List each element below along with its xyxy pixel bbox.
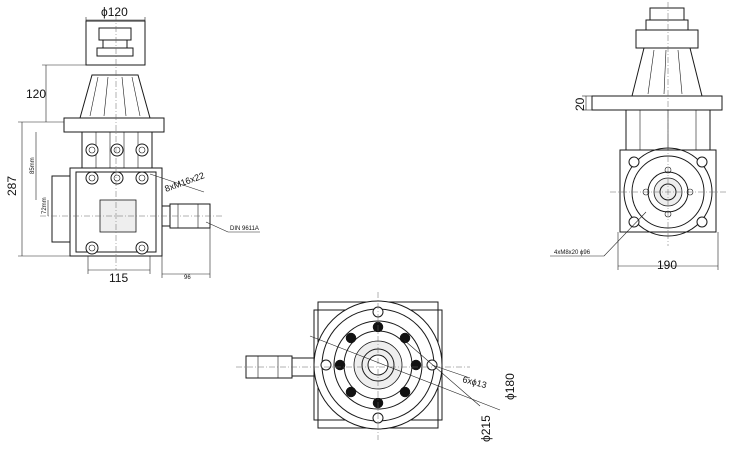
top-view: 6xϕ13 ϕ180 ϕ215 — [236, 292, 517, 442]
dim-flange-thickness: 20 — [573, 97, 587, 111]
dim-outer-diameter: ϕ215 — [479, 415, 493, 442]
dim-front-width: 190 — [657, 258, 677, 272]
dim-inner-diameter: ϕ180 — [503, 373, 517, 400]
shaft-standard-label: DIN 9611A — [230, 226, 259, 232]
side-view: ϕ120 120 287 85mm 72mm 115 96 8xM16x22 D… — [5, 5, 260, 285]
bolt-heads — [85, 143, 149, 255]
dim-inner-1: 85mm — [30, 157, 36, 174]
hole-spec-label: 6xϕ13 — [461, 374, 487, 390]
dim-bottom-width: 115 — [109, 271, 128, 285]
dim-top-diameter: ϕ120 — [101, 5, 128, 19]
dim-shaft-length: 96 — [184, 275, 191, 281]
front-view: 20 4xM8x20 ϕ96 190 — [550, 2, 726, 272]
dim-inner-2: 72mm — [42, 197, 48, 214]
dim-upper-height: 120 — [26, 87, 46, 101]
front-bolt-spec: 4xM8x20 ϕ96 — [554, 250, 591, 256]
dim-total-height: 287 — [5, 176, 19, 196]
